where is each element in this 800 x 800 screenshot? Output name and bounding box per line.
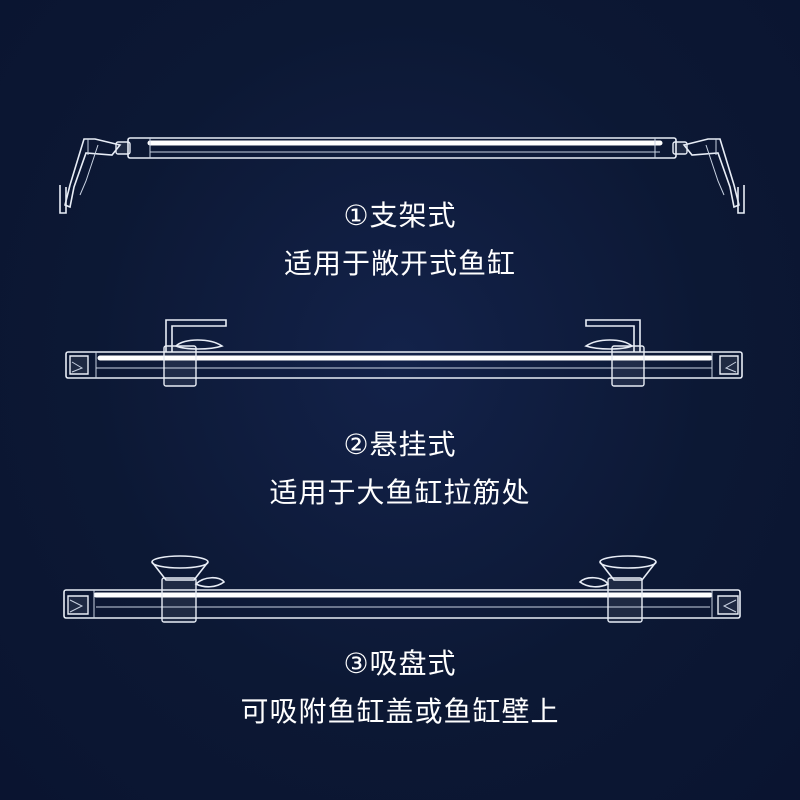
hanging-mount-caption: ②悬挂式 适用于大鱼缸拉筋处 [0, 425, 800, 513]
suction-mount-description: 可吸附鱼缸盖或鱼缸壁上 [240, 695, 560, 728]
bracket-mount-light-bar-icon [59, 137, 745, 214]
hanging-mount-light-bar-icon [65, 319, 743, 387]
bracket-mount-caption: ①支架式 适用于敞开式鱼缸 [0, 196, 800, 284]
hanging-mount-description: 适用于大鱼缸拉筋处 [269, 476, 531, 509]
bracket-mount-description: 适用于敞开式鱼缸 [283, 247, 516, 280]
hanging-mount-title: ②悬挂式 [343, 428, 457, 461]
bracket-mount-title: ①支架式 [343, 199, 457, 232]
suction-cup-mount-light-bar-icon [63, 555, 741, 623]
suction-mount-title: ③吸盘式 [343, 647, 457, 680]
suction-mount-caption: ③吸盘式 可吸附鱼缸盖或鱼缸壁上 [0, 644, 800, 732]
